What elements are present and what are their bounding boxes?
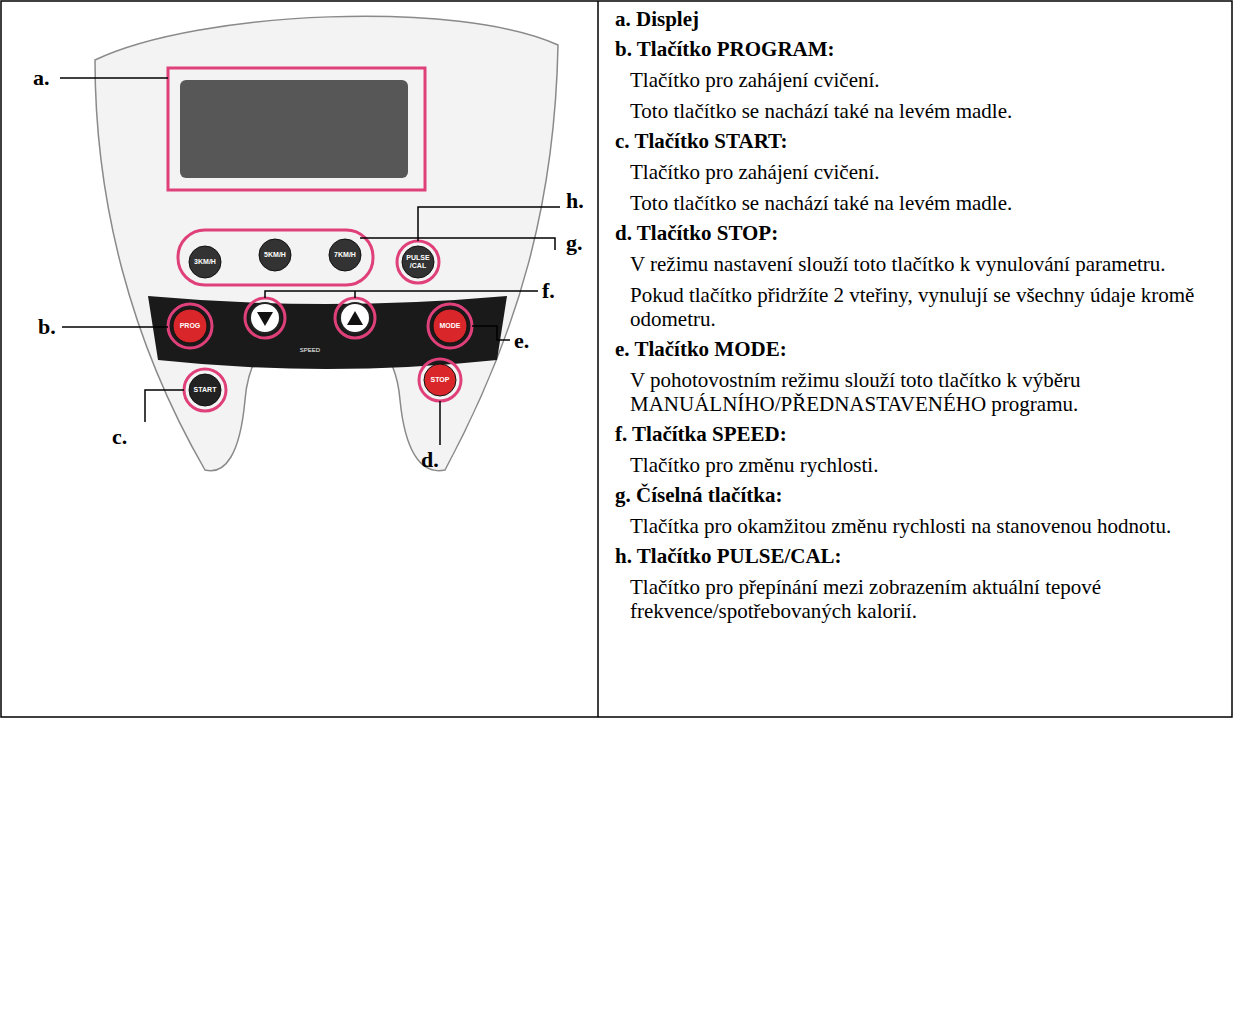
leader-line [439, 401, 441, 445]
item-heading: f. Tlačítka SPEED: [615, 422, 1227, 446]
button-circle [424, 364, 456, 396]
button-label: MODE [435, 322, 465, 330]
item-heading: a. Displej [615, 7, 1227, 31]
item-description: Tlačítko pro změnu rychlosti. [615, 453, 1227, 477]
button-label: PROG [175, 322, 205, 330]
button-circle [329, 239, 361, 271]
callout-letter: g. [566, 232, 583, 254]
console-button: PROG [172, 308, 208, 344]
callout-letter: c. [112, 426, 127, 448]
display-screen [180, 80, 408, 178]
leader-line [60, 77, 168, 79]
item-heading: c. Tlačítko START: [615, 129, 1227, 153]
console-button: STOP [423, 363, 457, 397]
callout-letter: d. [421, 449, 439, 471]
button-label: 3KM/H [191, 258, 219, 266]
button-circle [259, 239, 291, 271]
button-label: START [191, 386, 219, 394]
highlight-outline [397, 241, 439, 283]
leader-line [145, 390, 184, 422]
button-circle [173, 309, 207, 343]
item-description: Pokud tlačítko přidržíte 2 vteřiny, vynu… [615, 283, 1227, 331]
arrow-symbol [347, 311, 363, 325]
button-label: PULSE /CAL [404, 254, 432, 270]
console-button: MODE [432, 308, 468, 344]
item-description: V pohotovostním režimu slouží toto tlačí… [615, 368, 1227, 416]
button-label: STOP [426, 376, 454, 384]
item-description: Toto tlačítko se nachází také na levém m… [615, 191, 1227, 215]
button-label: 5KM/H [261, 251, 289, 259]
console-housing [95, 16, 558, 470]
item-heading: d. Tlačítko STOP: [615, 221, 1227, 245]
button-circle [402, 246, 434, 278]
button-circle [189, 374, 221, 406]
item-heading: h. Tlačítko PULSE/CAL: [615, 544, 1227, 568]
item-heading: g. Číselná tlačítka: [615, 483, 1227, 507]
callout-letter: a. [33, 67, 50, 89]
callout-letter: e. [514, 330, 529, 352]
highlight-outline [178, 230, 373, 285]
console-band [148, 296, 507, 369]
leader-line [472, 326, 510, 340]
leader-line [265, 291, 538, 298]
item-description: Tlačítko pro zahájení cvičení. [615, 68, 1227, 92]
highlight-outline [419, 359, 461, 401]
button-circle [189, 246, 221, 278]
callout-letter: h. [566, 190, 584, 212]
arrow-symbol [257, 312, 273, 326]
leader-line [360, 238, 555, 250]
description-column: a. Displej b. Tlačítko PROGRAM: Tlačítko p… [615, 1, 1227, 623]
item-description: Toto tlačítko se nachází také na levém m… [615, 99, 1227, 123]
console-button: 3KM/H [188, 245, 222, 279]
highlight-outline [245, 298, 285, 338]
item-description: Tlačítko pro zahájení cvičení. [615, 160, 1227, 184]
item-heading: e. Tlačítko MODE: [615, 337, 1227, 361]
table-border [1, 1, 1232, 717]
console-button: START [188, 373, 222, 407]
table-divider [597, 1, 599, 717]
button-circle [433, 309, 467, 343]
highlight-outline [335, 298, 375, 338]
item-heading: b. Tlačítko PROGRAM: [615, 37, 1227, 61]
speed-up-button [340, 303, 370, 333]
console-button: 7KM/H [328, 238, 362, 272]
highlight-outline [168, 304, 212, 348]
highlight-outline [184, 369, 226, 411]
button-label: 7KM/H [331, 251, 359, 259]
speed-label: SPEED [300, 347, 320, 354]
leader-line [418, 207, 560, 241]
item-description: Tlačítko pro přepínání mezi zobrazením a… [615, 575, 1227, 623]
highlight-outline [168, 68, 425, 190]
callout-letter: f. [542, 280, 555, 302]
console-button: PULSE /CAL [401, 245, 435, 279]
console-button: 5KM/H [258, 238, 292, 272]
item-description: Tlačítka pro okamžitou změnu rychlosti n… [615, 514, 1227, 538]
speed-down-button [250, 303, 280, 333]
item-description: V režimu nastavení slouží toto tlačítko … [615, 252, 1227, 276]
leader-line [62, 326, 168, 328]
callout-letter: b. [38, 316, 56, 338]
highlight-outline [428, 304, 472, 348]
